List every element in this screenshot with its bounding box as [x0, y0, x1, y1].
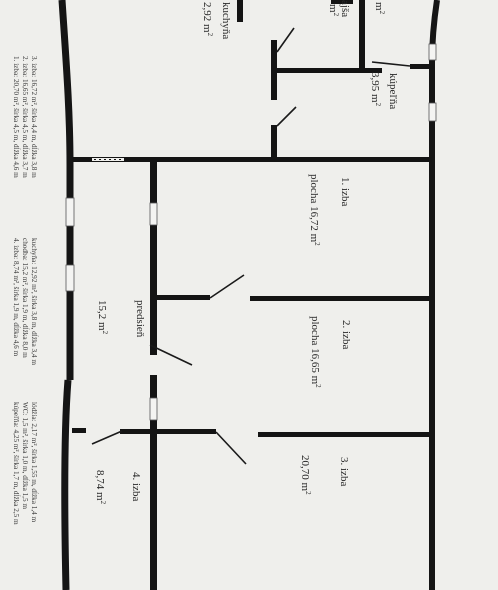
wall-izba2-izba3: [258, 432, 430, 437]
window-left-1: [65, 197, 75, 227]
door-izba4: [91, 430, 123, 445]
label-izba4-area: 8,74 m2: [94, 470, 107, 505]
label-kuchyna: kuchyňa: [220, 2, 232, 39]
outer-wall-right: [429, 0, 440, 590]
label-izba3-area: 20,70 m2: [299, 455, 312, 495]
label-izba1: 1. izba: [339, 177, 351, 206]
label-kupelna-area: 3,95 m2: [369, 72, 382, 107]
label-izba1-area: plocha 16,72 m2: [308, 174, 321, 246]
legend-line-3: 3. izba: 16,72 m², šírka 4,4 m, dĺžka 3,…: [30, 56, 40, 178]
wall-kupelna-left-lower: [271, 125, 277, 160]
legend-line-8: WC: 1,5 m², šírka 1,0 m, dĺžka 1,5 m: [21, 402, 31, 509]
door-kuchyna: [276, 27, 295, 53]
legend-line-7: kúpeľňa: 4,25 m², šírka 1,7 m, dĺžka 2,5…: [12, 402, 22, 525]
label-lodzia-area: m2: [327, 4, 340, 17]
door-predsien: [149, 344, 193, 366]
door-izba3: [215, 431, 247, 465]
room-labels: m2 ajša m2 kuchyňa 2,92 m2 kúpeľňa 3,95 …: [94, 0, 399, 505]
legend-line-9: lódžia: 2,17 m², šírka 1,55 m, dĺžka 1,4…: [30, 402, 40, 523]
label-izba4: 4. izba: [130, 472, 142, 501]
window-left-2: [65, 264, 75, 292]
door-kupelna: [276, 106, 297, 127]
door-lodzia: [371, 61, 411, 67]
wall-upper-horizontal: [72, 157, 432, 162]
wall-izba1-izba2-left: [157, 295, 210, 300]
label-izba3: 3. izba: [338, 457, 350, 486]
door-izba2: [209, 274, 245, 299]
legend-line-4: 4. izba: 8,74 m², šírka 1,9 m, dĺžka 4,6…: [12, 238, 22, 357]
legend-line-5: chodba: 15,2 m², šírka 1,9 m, dĺžka 8,0 …: [21, 238, 31, 358]
wall-izba4-top-left: [72, 428, 86, 433]
label-izba2: 2. izba: [340, 320, 352, 349]
label-kupelna: kúpeľňa: [387, 73, 399, 109]
wall-corridor-right: [150, 160, 157, 355]
legend-line-6: kuchyňa: 12,92 m², šírka 3,8 m, dĺžka 3,…: [30, 238, 40, 365]
wall-izba4-top: [120, 429, 216, 434]
wall-kupelna-top: [277, 68, 382, 73]
label-partial-top: m2: [373, 2, 386, 15]
legend-line-1: 1. izba: 20,70 m², šírka 4,5 m, dĺžka 4,…: [12, 56, 22, 178]
label-predsien: predsieň: [134, 300, 146, 338]
window-corridor: [149, 202, 158, 226]
wall-lodzia-bottom: [331, 0, 353, 4]
outer-wall-left-lower: [61, 379, 72, 590]
label-izba2-area: plocha 16,65 m2: [309, 316, 322, 388]
wall-izba1-izba2: [250, 296, 430, 301]
wall-kupelna-left: [271, 40, 277, 100]
window-right-2: [428, 102, 437, 122]
window-corridor-lower: [149, 397, 158, 421]
wall-kupelna-top-right: [410, 64, 434, 69]
wall-lodzia-right: [359, 0, 365, 70]
label-kuchyna-area: 2,92 m2: [201, 2, 214, 37]
label-lodzia: ajša: [339, 0, 351, 17]
legend-line-2: 2. izba: 16,65 m², šírka 4,5 m, dĺžka 3,…: [21, 56, 31, 178]
legend: 1. izba: 20,70 m², šírka 4,5 m, dĺžka 4,…: [12, 56, 40, 525]
window-right-1: [428, 43, 437, 61]
wall-corridor-right-lower: [150, 375, 157, 590]
outer-wall-left: [58, 0, 74, 380]
label-predsien-area: 15,2 m2: [96, 300, 109, 335]
wall-kuchyna-right: [237, 0, 243, 22]
